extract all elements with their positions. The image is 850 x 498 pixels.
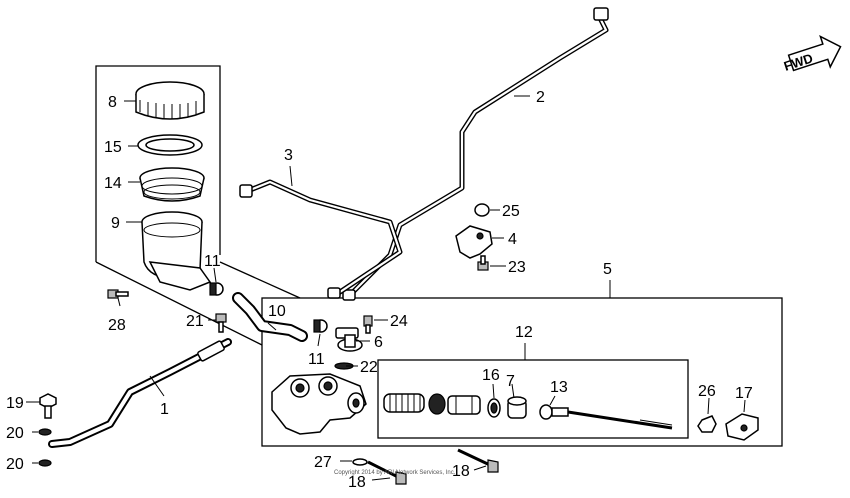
- callout-12: 12: [515, 324, 533, 341]
- hose-joint-6: [335, 327, 363, 352]
- callout-25: 25: [502, 203, 520, 220]
- callout-9: 9: [111, 215, 120, 232]
- callout-5: 5: [603, 261, 612, 278]
- reservoir-hose-10: [232, 292, 308, 342]
- callout-7: 7: [506, 373, 515, 390]
- callout-17: 17: [735, 385, 753, 402]
- callout-20-lower: 20: [6, 456, 24, 473]
- callout-2: 2: [536, 89, 545, 106]
- callout-8: 8: [108, 94, 117, 111]
- hose-clip-11-lower: [313, 319, 328, 333]
- callout-10: 10: [268, 303, 286, 320]
- piston-cup-12: [428, 393, 446, 415]
- clutch-hose-1: [48, 338, 232, 448]
- copyright-watermark: Copyright 2014 by ARI Network Services, …: [334, 470, 456, 476]
- piston-cup-16: [487, 398, 501, 418]
- master-cylinder-body: [271, 373, 367, 435]
- callout-1: 1: [160, 401, 169, 418]
- callout-18-right: 18: [452, 463, 470, 480]
- bolt-28: [107, 289, 129, 299]
- reservoir-group-frame-diagonal-2: [219, 261, 301, 299]
- union-bolt-19: [39, 393, 57, 419]
- spring-12: [383, 393, 425, 413]
- stop-ring-7: [507, 396, 527, 419]
- reservoir-cap-8: [135, 81, 205, 120]
- master-cylinder-group-frame: [261, 297, 783, 447]
- callout-11-upper: 11: [204, 253, 221, 270]
- callout-3: 3: [284, 147, 293, 164]
- piston-12: [447, 395, 481, 415]
- hose-clip-11-upper: [209, 282, 224, 296]
- callout-20-upper: 20: [6, 425, 24, 442]
- bolt-23: [477, 255, 489, 271]
- bolt-18-left: [367, 460, 407, 485]
- bolt-24: [363, 315, 373, 334]
- nut-25: [474, 203, 490, 217]
- callout-22: 22: [360, 359, 378, 376]
- washer-20-lower: [38, 459, 52, 467]
- reservoir-group-frame: [95, 65, 221, 262]
- clutch-pipe-3: [239, 179, 403, 299]
- washer-20-upper: [38, 428, 52, 436]
- push-rod-13: [539, 404, 673, 430]
- bolt-18-right: [457, 448, 499, 473]
- callout-13: 13: [550, 379, 568, 396]
- callout-leaders: [26, 95, 746, 481]
- callout-21: 21: [186, 313, 204, 330]
- callout-18-left: 18: [348, 474, 366, 491]
- callout-15: 15: [104, 139, 122, 156]
- callout-24: 24: [390, 313, 408, 330]
- callout-4: 4: [508, 231, 517, 248]
- washer-27: [352, 458, 368, 466]
- callout-11-lower: 11: [308, 351, 325, 368]
- callout-19: 19: [6, 395, 24, 412]
- piston-kit-group-frame: [377, 359, 689, 439]
- callout-23: 23: [508, 259, 526, 276]
- clevis-17: [725, 413, 759, 441]
- callout-14: 14: [104, 175, 122, 192]
- callout-6: 6: [374, 334, 383, 351]
- callout-26: 26: [698, 383, 716, 400]
- reservoir-9: [141, 211, 212, 291]
- callout-28: 28: [108, 317, 126, 334]
- forward-direction-label: FWD: [782, 50, 815, 73]
- callout-27: 27: [314, 454, 332, 471]
- reservoir-group-frame-diagonal: [95, 261, 263, 346]
- forward-arrow-icon: [787, 34, 842, 72]
- diaphragm-14: [139, 167, 205, 202]
- pipe-clamp-4: [455, 225, 493, 259]
- nut-26: [697, 415, 717, 433]
- bolt-21: [215, 313, 227, 333]
- diaphragm-plate-15: [137, 134, 203, 156]
- clutch-pipe-2: [342, 7, 609, 301]
- callout-16: 16: [482, 367, 500, 384]
